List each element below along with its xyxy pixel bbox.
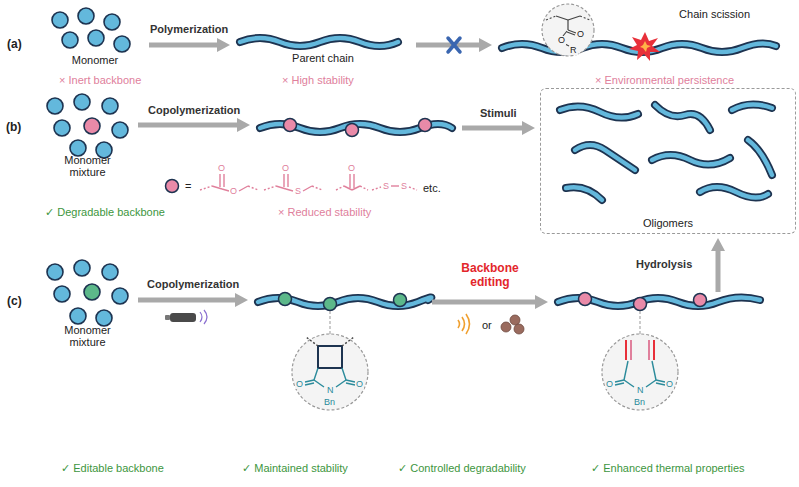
drawback-note: × High stability xyxy=(282,74,354,87)
node-label: Parent chain xyxy=(234,52,412,65)
atom-label: Bn xyxy=(323,398,336,407)
advantage-note: ✓ Controlled degradability xyxy=(398,462,526,475)
arrow-label: Copolymerization xyxy=(148,104,240,117)
advantage-note: ✓ Maintained stability xyxy=(242,462,348,475)
process-arrow xyxy=(416,38,492,52)
panel-label: (c) xyxy=(7,295,22,309)
arrow-label: Backbone editing xyxy=(455,262,525,290)
node-label: Monomer xyxy=(45,54,145,67)
node-label: Oligomers xyxy=(541,217,795,230)
node-text-group: Oligomers xyxy=(541,217,795,230)
blocked-mark xyxy=(448,38,460,52)
atom-label: S xyxy=(294,187,302,196)
atom-label: O xyxy=(217,164,226,173)
node-label: Monomer mixture xyxy=(59,324,117,349)
atom-label: O xyxy=(557,36,566,45)
atom-label: O xyxy=(347,164,356,173)
etc-note: etc. xyxy=(423,182,441,195)
arrow-label: Polymerization xyxy=(148,23,230,35)
drawback-note: × Environmental persistence xyxy=(595,74,734,87)
atom-label: R xyxy=(569,46,578,55)
polymer-chain: Chain scission xyxy=(496,4,790,68)
atom-label: O xyxy=(295,380,304,389)
advantage-note: ✓ Enhanced thermal properties xyxy=(591,462,745,475)
node-text-group: Chain scission xyxy=(679,8,750,21)
equals-sign: = xyxy=(185,180,191,193)
atom-label: O xyxy=(576,30,585,39)
node-text-group: Parent chain xyxy=(234,52,412,65)
atom-label: O xyxy=(605,380,614,389)
arrow-label: Copolymerization xyxy=(147,278,239,291)
process-arrow xyxy=(149,38,230,52)
atom-label: S xyxy=(400,182,408,191)
node-text-group: Monomer mixture xyxy=(40,324,135,349)
atom-label: S xyxy=(382,182,390,191)
atom-label: O xyxy=(665,380,674,389)
atom-label: O xyxy=(355,380,364,389)
monomer-group: Monomer mixture xyxy=(40,264,135,352)
atom-label: O xyxy=(229,187,238,196)
node-label: Monomer mixture xyxy=(59,154,117,179)
drawback-note: × Reduced stability xyxy=(278,206,371,219)
atom-label: O xyxy=(281,164,290,173)
monomer-group: Monomer xyxy=(45,8,145,70)
arrow-label: Hydrolysis xyxy=(636,258,692,271)
panel-label: (b) xyxy=(6,121,21,135)
node-text-group: Monomer xyxy=(45,54,145,67)
or-label: or xyxy=(482,319,492,332)
monomers xyxy=(52,8,130,52)
oligomer-box: Oligomers xyxy=(540,88,796,234)
drawback-note: × Inert backbone xyxy=(59,74,141,87)
polymer-chain: Parent chain xyxy=(234,24,412,68)
monomer-group: Monomer mixture xyxy=(40,96,135,182)
atom-label: N xyxy=(326,386,335,395)
node-label: Chain scission xyxy=(679,8,750,21)
arrow-label: Stimuli xyxy=(480,107,517,120)
panel-label: (a) xyxy=(7,38,22,52)
atom-label: Bn xyxy=(633,398,646,407)
atom-label: N xyxy=(636,386,645,395)
node-text-group: Monomer mixture xyxy=(40,154,135,179)
advantage-note: ✓ Degradable backbone xyxy=(45,206,165,219)
advantage-note: ✓ Editable backbone xyxy=(61,462,164,475)
